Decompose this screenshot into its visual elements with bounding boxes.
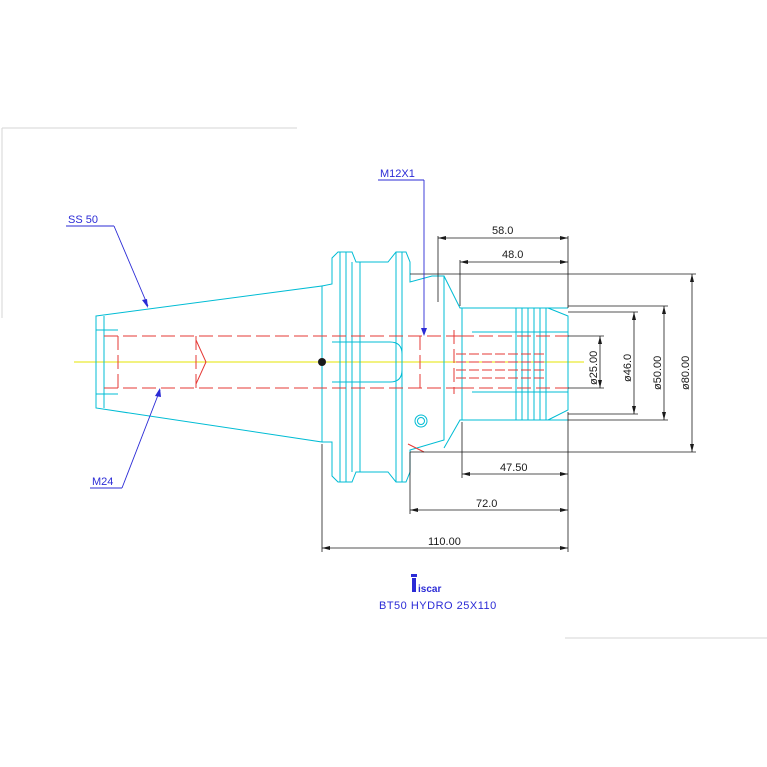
callout-leaders (66, 179, 425, 489)
callout-arrows (142, 299, 427, 397)
dim-72: 72.0 (476, 498, 497, 510)
dim-dia-80: ø80.00 (680, 356, 692, 390)
callout-taper: SS 50 (68, 214, 98, 226)
center-pin (318, 358, 326, 366)
holder-outline (95, 251, 569, 483)
dim-dia-25: ø25.00 (588, 351, 600, 385)
dim-dia-46: ø46.0 (622, 354, 634, 382)
dim-47-5: 47.50 (500, 462, 528, 474)
dimension-arrows (322, 236, 694, 550)
callout-thread-bottom: M24 (92, 476, 113, 488)
callout-thread-top: M12X1 (380, 168, 415, 180)
sheet-frame (1, 127, 767, 639)
logo-text: iscar (418, 584, 441, 595)
dim-dia-50: ø50.00 (652, 356, 664, 390)
logo: iscar (411, 574, 441, 595)
drawing-title: BT50 HYDRO 25X110 (379, 600, 497, 612)
dim-110: 110.00 (428, 536, 461, 548)
hidden-cone (195, 339, 544, 453)
dimension-lines (321, 236, 696, 552)
hidden-bore (104, 330, 572, 394)
dim-58: 58.0 (492, 225, 513, 237)
dim-48: 48.0 (502, 249, 523, 261)
